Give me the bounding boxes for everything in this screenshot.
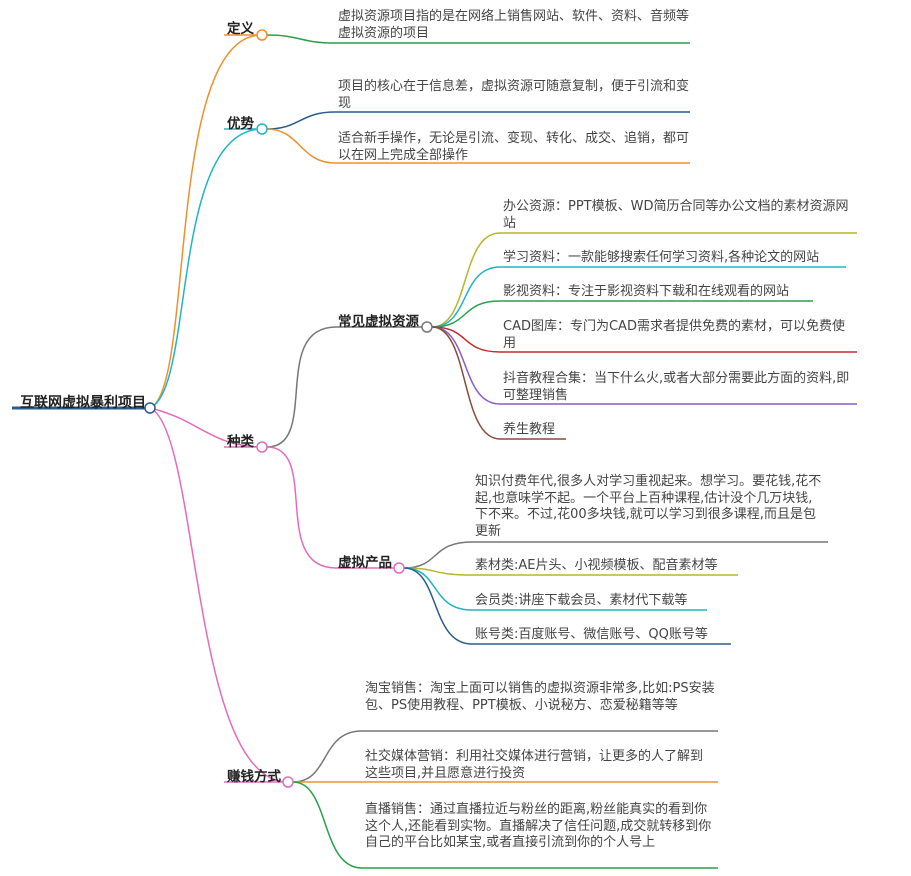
branch-advantage[interactable]: 优势 [227, 116, 254, 132]
common-resource-item[interactable]: CAD图库：专门为CAD需求者提供免费的素材，可以免费使用 [503, 319, 845, 351]
money-method-item[interactable]: 社交媒体营销：利用社交媒体进行营销，让更多的人了解到这些项目,并且愿意进行投资 [365, 749, 704, 781]
branch-definition[interactable]: 定义 [227, 21, 254, 37]
virtual-product-item[interactable]: 素材类:AE片头、小视频模板、配音素材等 [475, 558, 718, 573]
definition-toggle[interactable] [256, 29, 268, 41]
virtual-product-item[interactable]: 知识付费年代,很多人对学习重视起来。想学习。要花钱,花不起,也意味学不起。一个平… [475, 474, 822, 539]
sub-branch-virtual-products[interactable]: 虚拟产品 [338, 555, 392, 571]
virtual-product-item[interactable]: 账号类:百度账号、微信账号、QQ账号等 [475, 627, 708, 642]
sub-branch-common-resources[interactable]: 常见虚拟资源 [338, 314, 419, 330]
common-resource-item[interactable]: 影视资料：专注于影视资料下载和在线观看的网站 [503, 284, 790, 299]
virtual-product-item[interactable]: 会员类:讲座下载会员、素材代下载等 [475, 593, 688, 608]
branch-types[interactable]: 种类 [227, 434, 254, 450]
money-method-item[interactable]: 直播销售：通过直播拉近与粉丝的距离,粉丝能真实的看到你这个人,还能看到实物。直播… [365, 802, 712, 850]
common-resource-item[interactable]: 学习资料：一款能够搜索任何学习资料,各种论文的网站 [503, 250, 820, 265]
advantage-item[interactable]: 适合新手操作，无论是引流、变现、转化、成交、追销，都可以在网上完成全部操作 [338, 131, 690, 163]
definition-item[interactable]: 虚拟资源项目指的是在网络上销售网站、软件、资料、音频等虚拟资源的项目 [338, 9, 690, 41]
common-resource-item[interactable]: 办公资源：PPT模板、WD简历合同等办公文档的素材资源网站 [503, 199, 849, 231]
money-method-item[interactable]: 淘宝销售：淘宝上面可以销售的虚拟资源非常多,比如:PS安装包、PS使用教程、PP… [365, 681, 715, 713]
root-node[interactable]: 互联网虚拟暴利项目 [20, 395, 146, 411]
advantage-item[interactable]: 项目的核心在于信息差，虚拟资源可随意复制，便于引流和变现 [338, 79, 690, 111]
common-resource-item[interactable]: 养生教程 [503, 422, 556, 437]
common-toggle[interactable] [421, 321, 433, 333]
money-toggle[interactable] [282, 776, 294, 788]
advantage-toggle[interactable] [256, 123, 268, 135]
products-toggle[interactable] [393, 562, 405, 574]
common-resource-item[interactable]: 抖音教程合集：当下什么火,或者大部分需要此方面的资料,即可整理销售 [503, 371, 850, 403]
branch-money[interactable]: 赚钱方式 [227, 769, 281, 785]
root-toggle[interactable] [144, 402, 156, 414]
types-toggle[interactable] [256, 441, 268, 453]
